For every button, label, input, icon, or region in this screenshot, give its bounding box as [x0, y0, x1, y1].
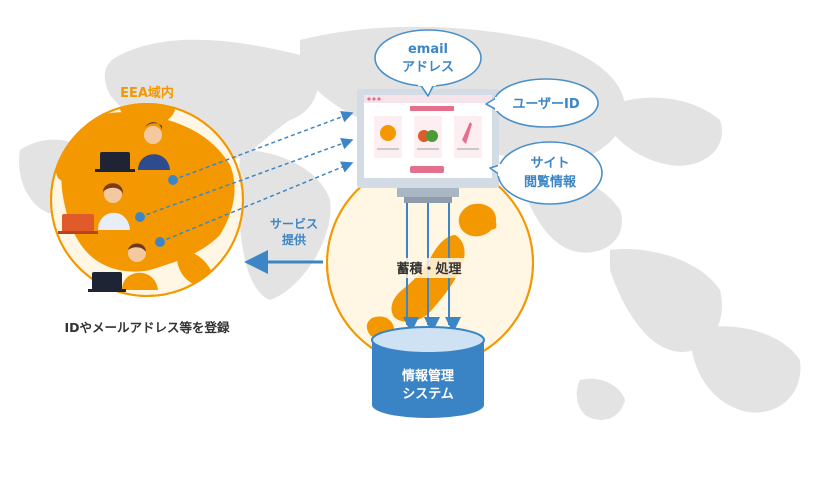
- email-bubble-line2: アドレス: [402, 60, 454, 75]
- database-label-line2: システム: [402, 387, 454, 402]
- user-id-bubble: [485, 78, 599, 128]
- service-label-line1: サービス: [270, 216, 318, 231]
- site-bubble-line2: 閲覧情報: [524, 174, 577, 190]
- user-person-top: [95, 122, 170, 172]
- monitor-screen: [357, 89, 499, 188]
- laptop-icon: [92, 272, 122, 290]
- product-mango-icon: [380, 125, 396, 141]
- database-cylinder: [371, 326, 485, 418]
- email-bubble-line1: email: [408, 42, 448, 57]
- eea-label: EEA域内: [120, 85, 174, 101]
- laptop-icon: [100, 152, 130, 170]
- user-person-middle: [58, 183, 130, 234]
- user-id-bubble-text: ユーザーID: [512, 97, 580, 112]
- monitor-stand-base: [397, 188, 459, 197]
- user-person-bottom: [88, 243, 158, 292]
- product-pepper-icon: [462, 122, 472, 144]
- eea-region-circle: [50, 103, 244, 297]
- data-flow-arrows: [139, 111, 354, 243]
- database-label-line1: 情報管理: [402, 368, 454, 384]
- register-caption: IDやメールアドレス等を登録: [64, 320, 230, 335]
- laptop-icon: [62, 214, 94, 232]
- storage-label: 蓄積・処理: [396, 261, 461, 277]
- site-bubble: [489, 141, 603, 205]
- buy-now-button-graphic: [410, 166, 444, 173]
- site-bubble-line1: サイト: [530, 156, 569, 171]
- service-label-line2: 提供: [282, 232, 306, 247]
- email-bubble: [374, 29, 482, 97]
